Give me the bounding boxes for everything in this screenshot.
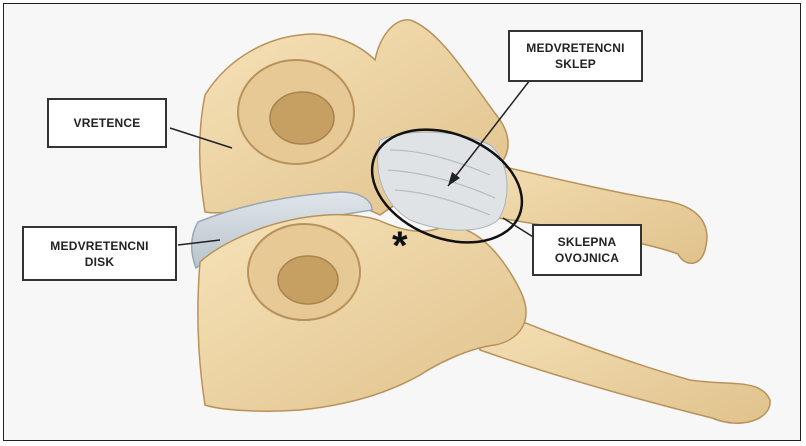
asterisk-marker: * (392, 226, 408, 266)
label-joint-capsule: SKLEPNA OVOJNICA (532, 224, 642, 276)
lower-vertebra (198, 215, 526, 411)
label-intervertebral-disc: MEDVRETENCNI DISK (22, 226, 177, 281)
label-facet-joint: MEDVRETENCNI SKLEP (508, 30, 643, 82)
label-vertebra: VRETENCE (47, 98, 167, 148)
